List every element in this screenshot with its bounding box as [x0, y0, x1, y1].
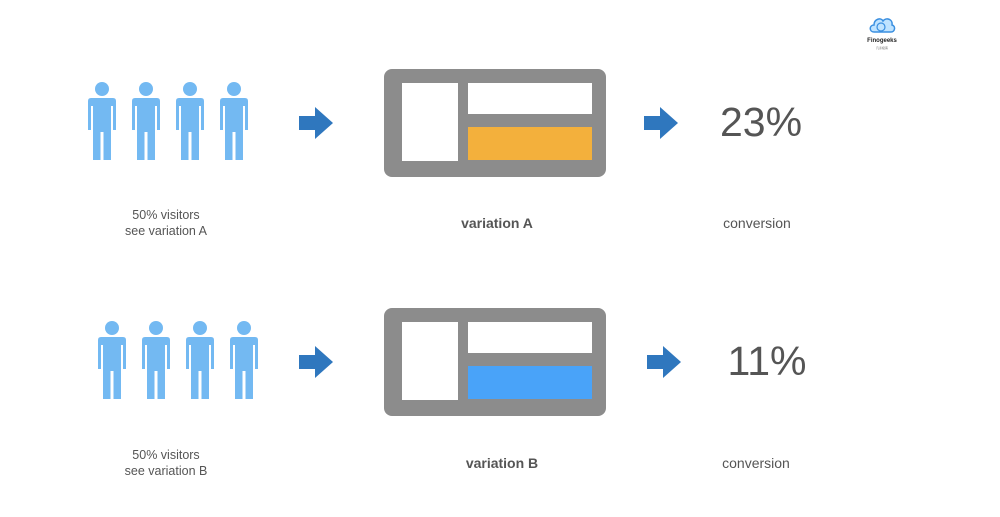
cloud-logo-icon — [869, 18, 896, 33]
variation-a-label: variation A — [461, 215, 533, 231]
mockup-sidebar-block — [402, 83, 458, 161]
variation-b-label: variation B — [465, 455, 539, 471]
visitors-caption-a: 50% visitors see variation A — [66, 207, 266, 239]
mockup-sidebar-block — [402, 322, 458, 400]
finogeeks-logo: Finogeeks 凡泰极客 — [862, 14, 902, 54]
logo-text: Finogeeks — [867, 38, 897, 44]
mockup-accent-block-a — [468, 127, 592, 160]
logo-subtext: 凡泰极客 — [875, 46, 888, 50]
variation-b-mockup — [384, 308, 606, 416]
arrow-right-icon — [299, 346, 333, 378]
person-icon — [98, 321, 126, 399]
person-icon — [176, 82, 204, 160]
visitors-caption-line: 50% visitors — [132, 208, 200, 222]
person-icon — [142, 321, 170, 399]
visitors-caption-line: see variation B — [124, 464, 208, 478]
person-icon — [230, 321, 258, 399]
mockup-content-block — [468, 83, 592, 114]
mockup-content-block — [468, 322, 592, 353]
person-icon — [220, 82, 248, 160]
visitors-caption-b: 50% visitors see variation B — [66, 447, 266, 479]
variation-a-mockup — [384, 69, 606, 177]
arrow-right-icon — [647, 346, 681, 378]
conversion-value-b: 11% — [727, 338, 807, 384]
arrow-right-icon — [299, 107, 333, 139]
arrow-right-icon — [644, 107, 678, 139]
visitors-caption-line: see variation A — [125, 224, 207, 238]
conversion-value-a: 23% — [719, 99, 803, 145]
conversion-label-a: conversion — [723, 215, 791, 231]
mockup-accent-block-b — [468, 366, 592, 399]
conversion-label-b: conversion — [722, 455, 790, 471]
visitor-group-a — [88, 82, 264, 160]
person-icon — [88, 82, 116, 160]
person-icon — [132, 82, 160, 160]
visitor-group-b — [98, 321, 274, 399]
person-icon — [186, 321, 214, 399]
visitors-caption-line: 50% visitors — [132, 448, 200, 462]
